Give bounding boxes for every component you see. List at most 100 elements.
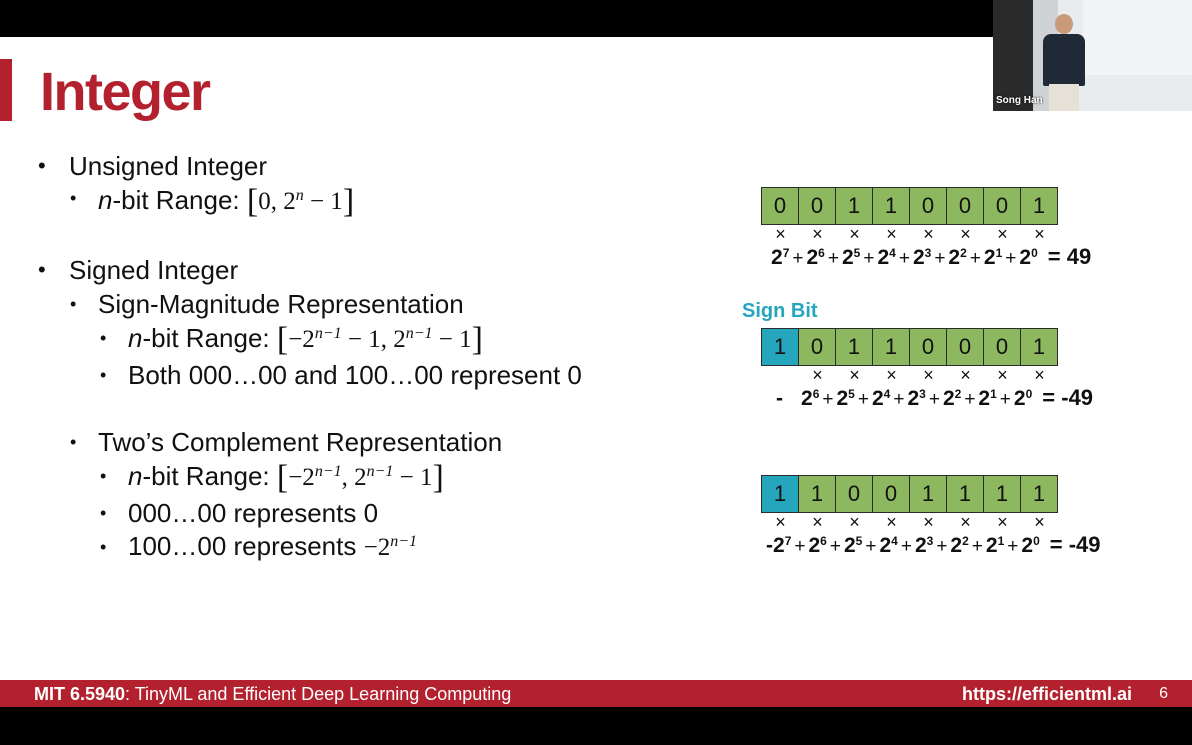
power-term: 25 (836, 387, 855, 410)
power-term: 24 (879, 534, 898, 557)
plus-sign: + (969, 248, 981, 269)
plus-sign: + (934, 248, 946, 269)
times-icon: × (997, 224, 1008, 244)
twos-complement-multiply-row: ×××××××× (762, 512, 1058, 533)
power-term: 25 (843, 534, 863, 557)
footer-url[interactable]: https://efficientml.ai (961, 684, 1132, 704)
bullet-icon: • (100, 328, 107, 348)
times-icon: × (886, 512, 897, 532)
plus-sign: + (898, 248, 910, 269)
bit-cell: 1 (1020, 328, 1058, 366)
plus-sign: + (1005, 248, 1017, 269)
power-term: -27 (766, 534, 792, 557)
unsigned-sum-equation: 27+26+25+24+23+22+21+20= 49 (771, 244, 1091, 270)
plus-sign: + (964, 389, 976, 410)
bullet-icon: • (100, 537, 107, 557)
bit-cell: 0 (909, 187, 947, 225)
plus-sign: + (857, 389, 869, 410)
times-icon: × (997, 365, 1008, 385)
bit-cell: 1 (872, 328, 910, 366)
bullet-icon: • (70, 294, 77, 314)
power-term: 25 (841, 246, 861, 269)
plus-sign: + (900, 536, 912, 557)
times-icon: × (886, 365, 897, 385)
bit-cell: 0 (761, 187, 799, 225)
sign-magnitude-range: n-bit Range: [−2n−1 − 1, 2n−1 − 1] (128, 321, 483, 358)
times-icon: × (923, 512, 934, 532)
bullet-icon: • (100, 466, 107, 486)
times-icon: × (849, 365, 860, 385)
sign-magnitude-multiply-row: ××××××× (799, 365, 1058, 386)
power-term: 26 (808, 534, 827, 557)
bullet-icon: • (38, 257, 46, 282)
speaker-video: Song Han (993, 0, 1192, 111)
bit-cell: 0 (835, 475, 873, 513)
bullet-icon: • (100, 503, 107, 523)
page-number: 6 (1159, 685, 1168, 702)
power-term: 22 (942, 387, 962, 410)
times-icon: × (849, 512, 860, 532)
title-accent-bar (0, 59, 12, 121)
times-icon: × (1034, 365, 1045, 385)
power-term: 23 (912, 246, 932, 269)
power-term: 26 (801, 387, 820, 410)
footer-course: MIT 6.5940: TinyML and Efficient Deep Le… (34, 684, 512, 704)
slide: Integer • Unsigned Integer • n-bit Range… (0, 37, 1192, 707)
bit-cell: 1 (1020, 475, 1058, 513)
plus-sign: + (865, 536, 877, 557)
bit-cell: 1 (983, 475, 1021, 513)
plus-sign: + (893, 389, 905, 410)
times-icon: × (775, 224, 786, 244)
twos-complement-heading: Two’s Complement Representation (98, 427, 503, 457)
times-icon: × (849, 224, 860, 244)
plus-sign: + (971, 536, 983, 557)
times-icon: × (997, 512, 1008, 532)
speaker-name: Song Han (996, 95, 1043, 106)
times-icon: × (960, 224, 971, 244)
power-term: 26 (806, 246, 825, 269)
bullet-icon: • (70, 432, 77, 452)
bit-cell: 0 (946, 328, 984, 366)
power-term: 21 (983, 246, 1003, 269)
bit-cell: 1 (798, 475, 836, 513)
minus-sign: - (776, 387, 783, 410)
bit-cell: 0 (983, 328, 1021, 366)
plus-sign: + (792, 248, 804, 269)
bit-cell: 0 (798, 328, 836, 366)
times-icon: × (1034, 512, 1045, 532)
times-icon: × (960, 512, 971, 532)
plus-sign: + (1007, 536, 1019, 557)
times-icon: × (775, 512, 786, 532)
power-term: 23 (914, 534, 934, 557)
power-term: 27 (771, 246, 790, 269)
bit-cell: 0 (983, 187, 1021, 225)
twos-zero-note: 000…00 represents 0 (128, 498, 379, 528)
power-term: 22 (950, 534, 969, 557)
power-term: 21 (978, 387, 997, 410)
slide-title: Integer (40, 62, 211, 122)
plus-sign: + (822, 389, 834, 410)
plus-sign: + (827, 248, 839, 269)
twos-complement-sum-equation: -27+26+25+24+23+22+21+20= -49 (766, 532, 1101, 558)
result-value: = -49 (1049, 532, 1101, 557)
sign-bit-label: Sign Bit (742, 300, 818, 322)
times-icon: × (812, 365, 823, 385)
sign-magnitude-sum-equation: -26+25+24+23+22+21+20= -49 (776, 385, 1093, 411)
bullet-icon: • (38, 153, 46, 178)
footer-bar: MIT 6.5940: TinyML and Efficient Deep Le… (0, 680, 1192, 707)
times-icon: × (812, 224, 823, 244)
power-term: 22 (948, 246, 967, 269)
bit-cell: 1 (909, 475, 947, 513)
power-term: 20 (1019, 246, 1038, 269)
bullet-icon: • (70, 188, 77, 208)
unsigned-range: n-bit Range: [0, 2n − 1] (98, 183, 355, 220)
bit-cell: 0 (909, 328, 947, 366)
bit-cell: 1 (835, 328, 873, 366)
sign-magnitude-heading: Sign-Magnitude Representation (98, 289, 464, 319)
times-icon: × (923, 365, 934, 385)
twos-min-note: 100…00 represents −2n−1 (128, 531, 417, 561)
plus-sign: + (829, 536, 841, 557)
bit-cell: 0 (872, 475, 910, 513)
